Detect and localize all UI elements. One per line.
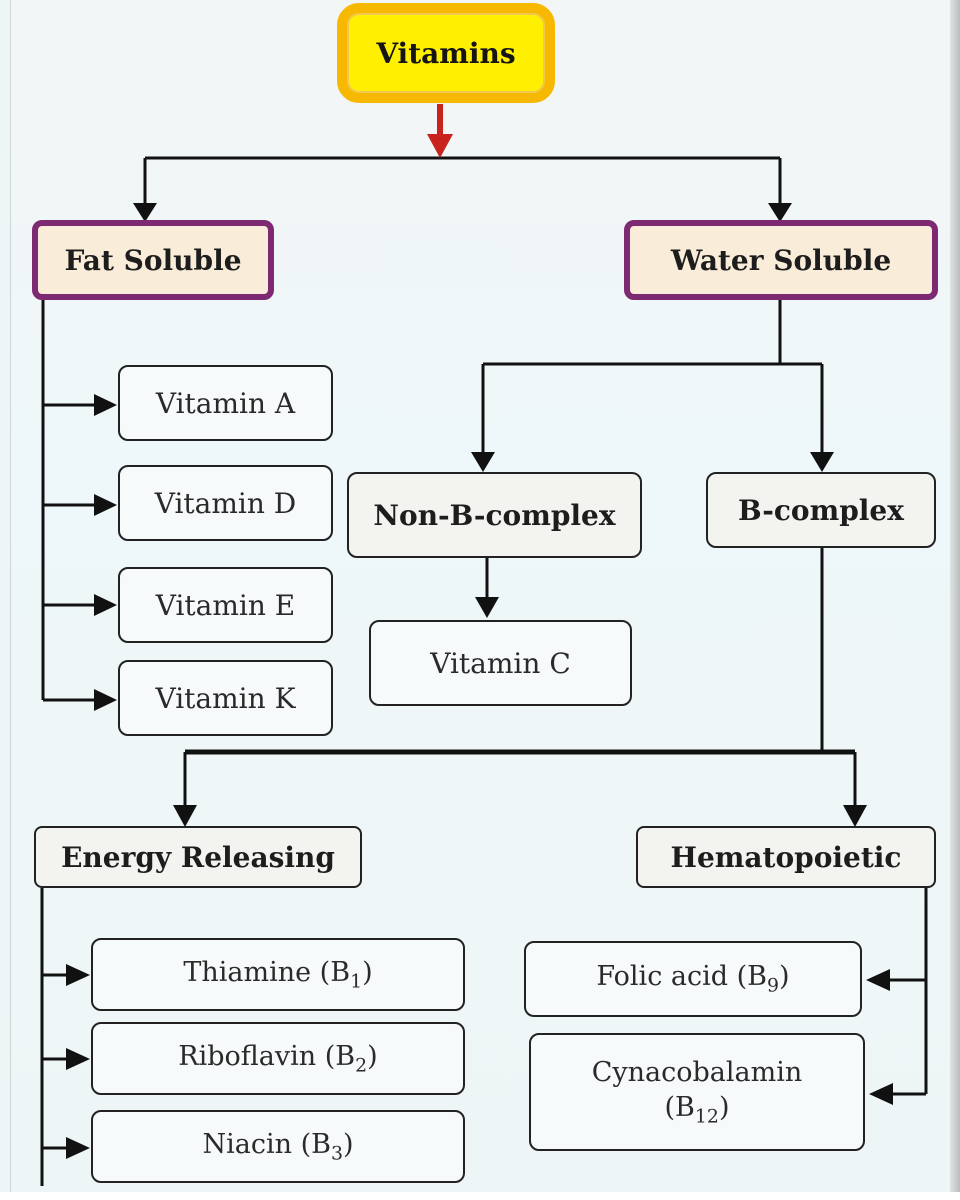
arrowhead-icon (94, 689, 117, 711)
arrowhead-icon (94, 594, 117, 616)
node-label: Riboflavin (B2) (178, 1040, 378, 1077)
node-label: Vitamin E (155, 588, 296, 622)
node-vitamin-e: Vitamin E (118, 567, 333, 643)
node-label: Vitamin C (430, 646, 571, 680)
node-label-line1: Cynacobalamin (591, 1056, 803, 1088)
arrowhead-icon (66, 1137, 90, 1159)
arrowhead-icon (866, 969, 890, 991)
node-water-soluble: Water Soluble (624, 220, 938, 300)
node-vitamin-k: Vitamin K (118, 660, 333, 736)
node-label: B-complex (738, 493, 904, 527)
arrowhead-icon (475, 597, 499, 618)
node-label: Folic acid (B9) (596, 961, 790, 997)
arrowhead-icon (133, 203, 157, 222)
node-fat-soluble: Fat Soluble (32, 220, 274, 300)
node-label: Vitamins (376, 36, 516, 70)
node-label: Vitamin A (155, 386, 296, 420)
node-vitamin-c: Vitamin C (369, 620, 632, 706)
node-label: Thiamine (B1) (183, 956, 373, 993)
node-b-complex: B-complex (706, 472, 936, 548)
node-riboflavin: Riboflavin (B2) (91, 1022, 465, 1095)
arrowhead-icon (173, 805, 197, 827)
root-arrowhead-icon (427, 134, 453, 158)
node-label: Vitamin D (154, 486, 297, 520)
node-label: Hematopoietic (670, 840, 902, 874)
bottom-strip (0, 1192, 960, 1200)
node-folic-acid: Folic acid (B9) (524, 941, 862, 1017)
arrowhead-icon (869, 1083, 893, 1105)
arrowhead-icon (94, 494, 117, 516)
arrowhead-icon (768, 203, 792, 222)
arrowhead-icon (843, 805, 867, 827)
node-label: Non-B-complex (373, 498, 616, 532)
node-energy-releasing: Energy Releasing (34, 826, 362, 888)
node-label-line2: (B12) (664, 1092, 730, 1128)
node-vitamin-d: Vitamin D (118, 465, 333, 541)
node-cyanocobalamin: Cynacobalamin (B12) (529, 1033, 865, 1151)
arrowhead-icon (66, 964, 90, 986)
arrowhead-icon (66, 1048, 90, 1070)
page-edge-shadow (950, 0, 960, 1192)
node-niacin: Niacin (B3) (91, 1110, 465, 1183)
node-label: Vitamin K (155, 681, 296, 715)
arrowhead-icon (810, 452, 834, 472)
node-label: Water Soluble (670, 243, 892, 277)
node-vitamin-a: Vitamin A (118, 365, 333, 441)
node-thiamine: Thiamine (B1) (91, 938, 465, 1011)
node-vitamins: Vitamins (337, 3, 555, 103)
arrowhead-icon (471, 452, 495, 472)
node-label: Energy Releasing (61, 840, 335, 874)
arrowhead-icon (94, 394, 117, 416)
node-hematopoietic: Hematopoietic (636, 826, 936, 888)
node-non-b-complex: Non-B-complex (347, 472, 642, 558)
node-label: Niacin (B3) (202, 1128, 354, 1165)
node-label: Fat Soluble (64, 243, 242, 277)
